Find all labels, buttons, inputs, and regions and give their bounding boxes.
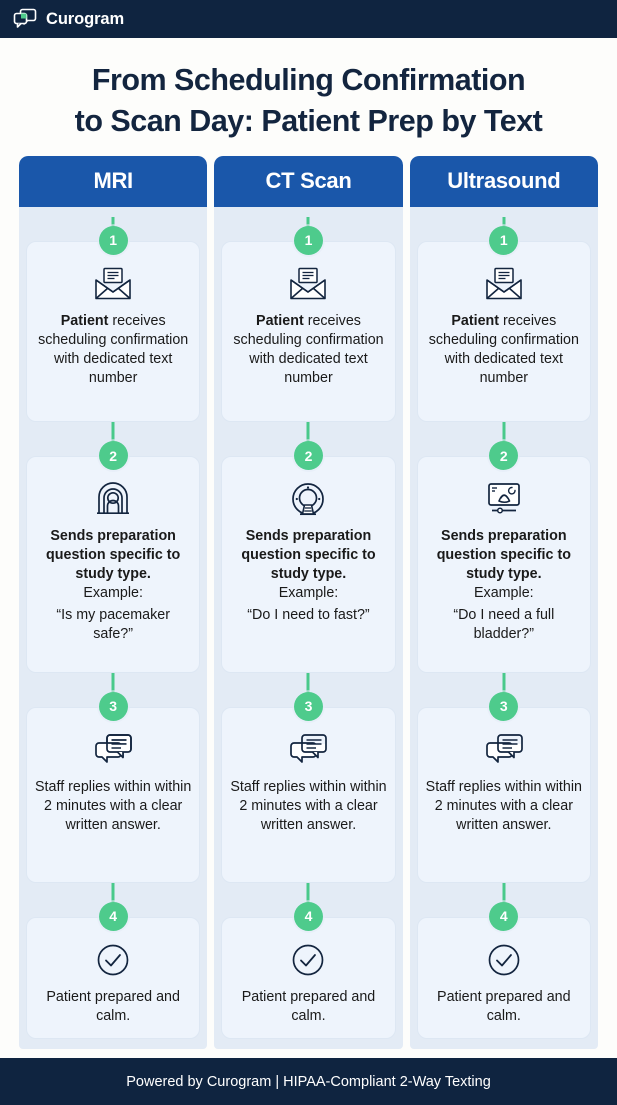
- step-badge-2: 2: [293, 441, 323, 471]
- chat-bubbles-logo-icon: [13, 8, 37, 30]
- card-heading: Sends preparation question specific to s…: [241, 528, 376, 583]
- step-badge-4: 4: [489, 901, 519, 931]
- card-text-lead: Patient: [256, 312, 304, 329]
- card-body: Patient receives scheduling confirmation…: [26, 240, 201, 423]
- steps-mri: 1: [19, 207, 207, 1049]
- card-text: Patient receives scheduling confirmation…: [230, 312, 386, 388]
- card-body: Staff replies within within 2 minutes wi…: [416, 706, 591, 883]
- step-card-1-mri: 1: [26, 225, 201, 423]
- card-text: Staff replies within within 2 minutes wi…: [425, 778, 582, 833]
- card-body: Patient receives scheduling confirmation…: [221, 240, 396, 423]
- step-card-3-ct-scan: 3: [221, 691, 396, 883]
- card-heading: Sends preparation question specific to s…: [436, 528, 571, 583]
- card-text-lead: Patient: [451, 312, 500, 329]
- card-text: Patient prepared and calm.: [46, 988, 180, 1024]
- column-ultrasound: Ultrasound 1: [409, 155, 598, 1049]
- step-badge-3: 3: [293, 691, 323, 721]
- card-text: Patient receives scheduling confirmation…: [426, 312, 582, 388]
- step-card-2-mri: 2 Sends preparation question specifi: [26, 441, 201, 673]
- open-envelope-letter-icon: [287, 264, 329, 304]
- card-body: Sends preparation question specific to s…: [416, 456, 591, 673]
- step-badge-3: 3: [98, 691, 128, 721]
- chat-bubbles-reply-icon: [483, 730, 525, 770]
- example-label: Example:: [278, 585, 339, 602]
- footer-bar: Powered by Curogram | HIPAA-Compliant 2-…: [0, 1058, 617, 1105]
- step-card-2-ultrasound: 2: [416, 441, 591, 673]
- step-badge-4: 4: [98, 901, 128, 931]
- brand-name: Curogram: [46, 9, 125, 28]
- example-quote: “Is my pacemaker safe?”: [56, 607, 170, 643]
- card-text-rest: receives scheduling confirmation with de…: [428, 312, 579, 386]
- example-label: Example:: [83, 585, 143, 602]
- card-body: Sends preparation question specific to s…: [221, 456, 396, 673]
- page-title: From Scheduling Confirmation to Scan Day…: [20, 60, 597, 142]
- card-body: Patient prepared and calm.: [26, 916, 201, 1039]
- chat-bubbles-reply-icon: [287, 730, 329, 770]
- card-heading: Sends preparation question specific to s…: [46, 528, 181, 583]
- chat-bubbles-reply-icon: [92, 730, 134, 770]
- card-text-rest: receives scheduling confirmation with de…: [38, 312, 189, 386]
- column-header-ultrasound: Ultrasound: [409, 155, 598, 207]
- steps-ct-scan: 1: [214, 207, 402, 1049]
- step-card-1-ct-scan: 1: [221, 225, 396, 423]
- card-text: Staff replies within within 2 minutes wi…: [230, 778, 387, 833]
- example-label: Example:: [474, 585, 534, 602]
- step-card-1-ultrasound: 1: [416, 225, 591, 423]
- check-circle-icon: [92, 940, 134, 980]
- ct-scanner-icon: [287, 479, 329, 519]
- step-badge-3: 3: [489, 691, 519, 721]
- check-circle-icon: [287, 940, 329, 980]
- open-envelope-letter-icon: [92, 264, 134, 304]
- column-header-mri: MRI: [19, 155, 208, 207]
- card-body: Staff replies within within 2 minutes wi…: [221, 706, 396, 883]
- card-body: Staff replies within within 2 minutes wi…: [26, 706, 201, 883]
- column-ct-scan: CT Scan 1: [214, 155, 403, 1049]
- column-header-ct-scan: CT Scan: [214, 155, 403, 207]
- step-badge-1: 1: [489, 225, 519, 255]
- card-body: Patient prepared and calm.: [416, 916, 591, 1039]
- modality-columns: MRI 1: [0, 155, 617, 1049]
- card-body: Patient prepared and calm.: [221, 916, 396, 1039]
- card-text-rest: receives scheduling confirmation with de…: [233, 312, 384, 386]
- page-title-line-1: From Scheduling Confirmation: [91, 63, 526, 97]
- column-mri: MRI 1: [19, 155, 208, 1049]
- step-card-4-mri: 4 Patient prepared and calm.: [26, 901, 201, 1039]
- card-body: Patient receives scheduling confirmation…: [416, 240, 591, 423]
- card-text-lead: Patient: [60, 312, 109, 329]
- step-badge-2: 2: [489, 441, 519, 471]
- example-quote: “Do I need a full bladder?”: [453, 607, 555, 643]
- step-card-4-ultrasound: 4 Patient prepared and calm.: [416, 901, 591, 1039]
- step-badge-4: 4: [293, 901, 323, 931]
- card-text: Patient prepared and calm.: [241, 988, 376, 1024]
- step-card-4-ct-scan: 4 Patient prepared and calm.: [221, 901, 396, 1039]
- step-badge-1: 1: [98, 225, 128, 255]
- page-title-line-2: to Scan Day: Patient Prep by Text: [74, 103, 543, 138]
- card-text: Patient prepared and calm.: [437, 988, 571, 1024]
- step-card-3-mri: 3: [26, 691, 201, 883]
- open-envelope-letter-icon: [483, 264, 525, 304]
- step-card-3-ultrasound: 3: [416, 691, 591, 883]
- card-text: Patient receives scheduling confirmation…: [35, 312, 191, 388]
- step-badge-2: 2: [98, 441, 128, 471]
- brand-bar: Curogram: [0, 0, 617, 38]
- steps-ultrasound: 1: [410, 207, 598, 1049]
- step-card-2-ct-scan: 2: [221, 441, 396, 673]
- card-text: Staff replies within within 2 minutes wi…: [35, 778, 192, 833]
- footer-text: Powered by Curogram | HIPAA-Compliant 2-…: [126, 1073, 491, 1090]
- title-block: From Scheduling Confirmation to Scan Day…: [0, 38, 617, 156]
- mri-scanner-icon: [92, 479, 134, 519]
- step-badge-1: 1: [293, 225, 323, 255]
- check-circle-icon: [483, 940, 525, 980]
- example-quote: “Do I need to fast?”: [247, 607, 370, 624]
- ultrasound-monitor-icon: [483, 479, 525, 519]
- card-body: Sends preparation question specific to s…: [26, 456, 201, 673]
